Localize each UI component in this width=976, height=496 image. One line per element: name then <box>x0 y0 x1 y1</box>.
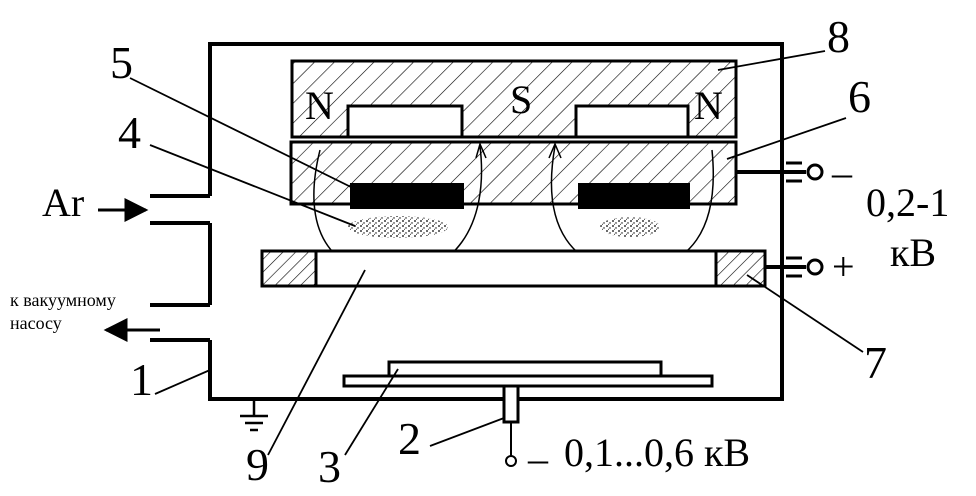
label-9: 9 <box>246 439 269 490</box>
plasma-zone-left <box>348 216 448 238</box>
pump-label-line1: к вакуумному <box>10 290 116 310</box>
leader-7 <box>746 274 864 353</box>
substrate-minus-sign: – <box>527 436 549 481</box>
anode-end-left <box>260 249 318 288</box>
label-1: 1 <box>130 354 153 405</box>
pole-left: N <box>305 83 334 128</box>
pole-right: N <box>694 83 723 128</box>
leader-6 <box>726 117 847 160</box>
leader-1 <box>154 369 211 395</box>
substrate <box>387 360 663 378</box>
leader-5 <box>129 77 358 191</box>
anode-terminal <box>806 258 824 276</box>
cathode-voltage-value: 0,2-1 <box>866 180 949 225</box>
leader-8 <box>717 50 826 71</box>
anode-end-right <box>714 249 767 288</box>
label-8: 8 <box>827 11 850 62</box>
gas-label: Ar <box>42 180 84 225</box>
ground-icon <box>240 399 268 432</box>
cathode-terminal <box>806 163 824 181</box>
cathode-minus-sign: – <box>831 150 853 195</box>
target-left <box>350 183 464 209</box>
anode-ring <box>260 249 767 288</box>
substrate-voltage-value: 0,1...0,6 кВ <box>564 430 750 475</box>
magnet-slot-left <box>346 104 464 139</box>
substrate-feedthrough <box>502 384 520 424</box>
leader-3 <box>344 368 399 456</box>
anode-plus-sign: + <box>832 244 855 289</box>
label-3: 3 <box>318 441 341 492</box>
leader-2 <box>429 417 505 447</box>
label-6: 6 <box>848 71 871 122</box>
label-7: 7 <box>864 337 887 388</box>
cathode-voltage-unit: кВ <box>890 230 936 275</box>
label-2: 2 <box>398 413 421 464</box>
field-line-left-arrow <box>475 141 487 159</box>
label-4: 4 <box>118 107 141 158</box>
substrate-terminal <box>505 455 517 467</box>
vacuum-chamber <box>208 42 784 401</box>
pole-center: S <box>510 77 532 122</box>
leader-4 <box>149 144 356 227</box>
substrate-holder <box>342 374 714 388</box>
target-right <box>578 183 690 209</box>
leader-9 <box>267 269 366 456</box>
magnet-slot-right <box>574 104 690 139</box>
pump-label-line2: насосу <box>10 313 62 333</box>
field-line-right-arrow <box>548 142 562 159</box>
label-5: 5 <box>110 37 133 88</box>
plasma-zone-right <box>600 217 660 237</box>
